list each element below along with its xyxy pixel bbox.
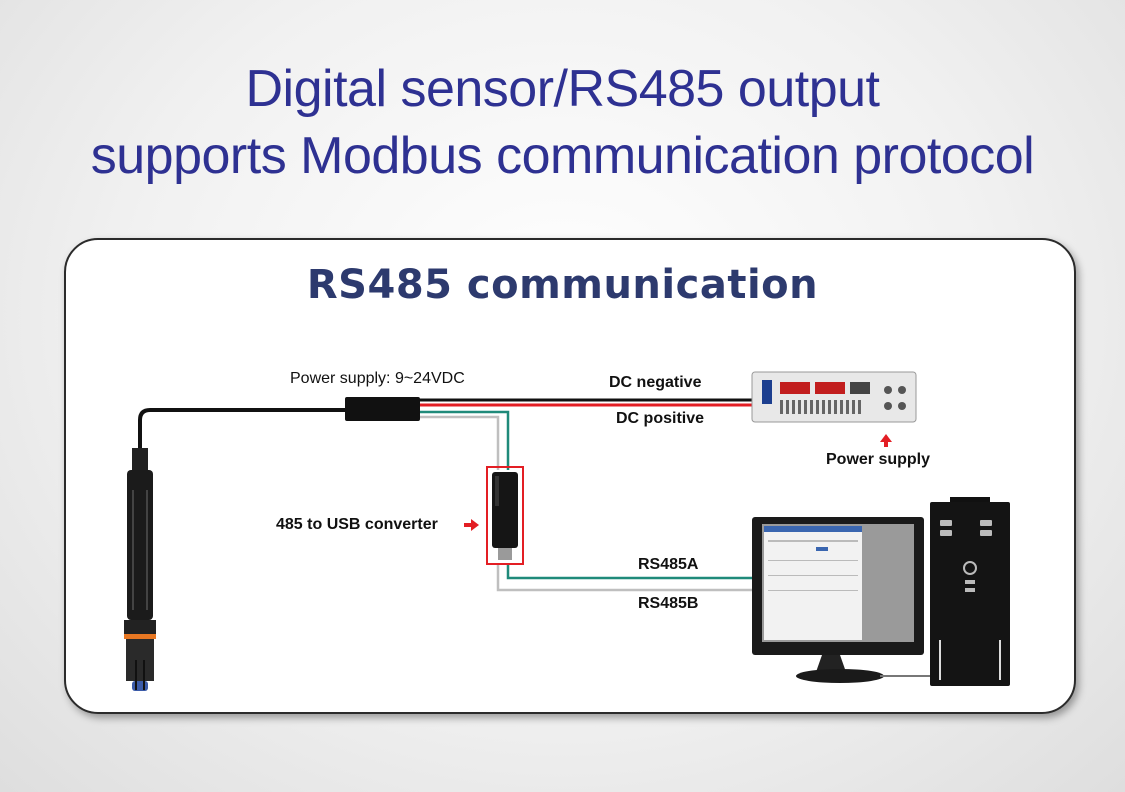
wire-rs485a-out: [506, 565, 752, 580]
sensor-probe: [124, 448, 156, 691]
diagram-title: RS485 communication: [306, 262, 819, 308]
wire-rs485b: [420, 415, 500, 470]
power-supply-spec-label: Power supply: 9~24VDC: [290, 370, 465, 387]
converter-highlight-box: [486, 466, 524, 565]
computer-monitor: [752, 517, 924, 683]
right-arrow-icon: [464, 519, 479, 531]
dc-negative-label: DC negative: [609, 374, 702, 391]
headline-line-2: supports Modbus communication protocol: [90, 127, 1035, 185]
computer-tower: [930, 497, 1010, 686]
cable-junction-block: [345, 397, 420, 421]
power-supply-label: Power supply: [826, 451, 931, 468]
wire-rs485a: [420, 410, 510, 470]
headline-line-1: Digital sensor/RS485 output: [245, 60, 881, 118]
power-supply-device: [751, 371, 917, 423]
wire-rs485b-out: [496, 565, 752, 592]
sensor-cable: [138, 408, 345, 450]
rs485a-label: RS485A: [638, 556, 699, 573]
rs485b-label: RS485B: [638, 595, 699, 612]
up-arrow-icon: [880, 434, 892, 447]
usb-converter: [492, 472, 518, 560]
converter-label: 485 to USB converter: [276, 516, 438, 533]
dc-positive-label: DC positive: [616, 410, 705, 427]
